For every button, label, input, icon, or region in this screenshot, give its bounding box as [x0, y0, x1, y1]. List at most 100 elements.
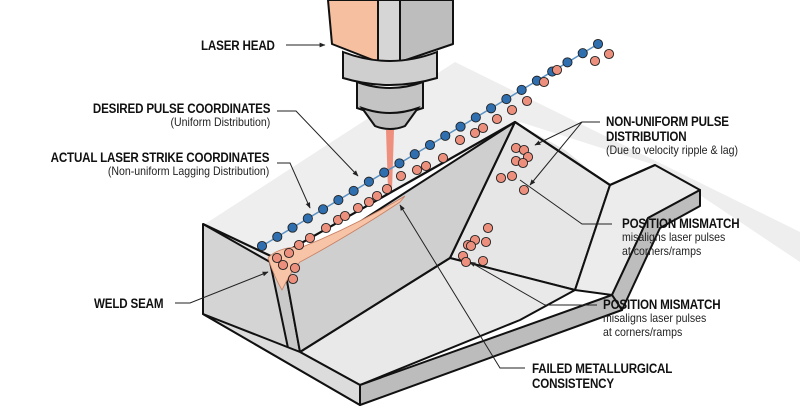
leader-position-mismatch-1	[519, 179, 612, 225]
actual-strike-dot	[287, 273, 299, 285]
position-mismatch-1-line2: at corners/ramps	[622, 243, 702, 258]
leader-actual-strike	[277, 162, 311, 209]
actual-strike-dot	[352, 202, 364, 214]
actual-strike-title: ACTUAL LASER STRIKE COORDINATES	[50, 150, 269, 165]
desired-pulse-dots	[256, 38, 604, 252]
actual-strike-dot	[437, 152, 449, 164]
actual-strike-dot	[454, 134, 466, 146]
actual-strike-dot	[465, 240, 477, 252]
laser-head-body-left	[327, 0, 379, 63]
label-failed-consistency: FAILED METALLURGICAL CONSISTENCY	[532, 361, 695, 391]
desired-pulse-dot	[318, 204, 329, 215]
actual-strike-dot	[271, 252, 283, 264]
desired-pulse-dot	[409, 149, 420, 160]
leader-desired-pulse	[277, 110, 359, 177]
actual-strike-dot	[304, 232, 316, 244]
actual-strike-dots	[271, 48, 615, 285]
workpiece	[202, 62, 800, 406]
desired-pulse-dot	[256, 240, 268, 252]
desired-pulse-title: DESIRED PULSE COORDINATES	[92, 101, 271, 116]
actual-strike-dot	[506, 170, 518, 182]
actual-strike-dot	[551, 64, 563, 76]
label-non-uniform: NON-UNIFORM PULSE DISTRIBUTION (Due to v…	[606, 114, 756, 158]
actual-strike-dot	[411, 164, 423, 176]
desired-pulse-dot	[379, 167, 390, 178]
desired-pulse-subtitle: (Uniform Distribution)	[170, 115, 270, 130]
actual-strike-dot	[517, 157, 529, 169]
actual-strike-dot	[518, 184, 530, 196]
leader-weld-seam	[175, 271, 269, 304]
actual-strike-dot	[420, 160, 432, 172]
desired-pulse-dot	[333, 195, 344, 206]
actual-strike-dot	[589, 55, 601, 67]
desired-pulse-dot	[272, 231, 283, 242]
actual-strike-dot	[538, 76, 550, 88]
leader-non-uniform-a	[534, 121, 583, 146]
actual-strike-dot	[482, 222, 494, 234]
actual-strike-subtitle: (Non-uniform Lagging Distribution)	[107, 164, 270, 179]
laser-head-nozzle-tip	[359, 105, 421, 130]
base-floor	[202, 313, 361, 406]
desired-pulse-dot	[424, 139, 436, 151]
desired-pulse-dot	[348, 185, 359, 196]
workpiece-top-surface	[205, 62, 800, 262]
failed-consistency-line1: FAILED METALLURGICAL	[532, 361, 673, 376]
actual-strike-dot	[363, 196, 375, 208]
actual-strike-dot	[381, 183, 393, 195]
position-mismatch-2-line2: at corners/ramps	[603, 324, 683, 339]
desired-pulse-dot	[455, 121, 466, 132]
desired-pulse-dot	[577, 48, 588, 59]
label-laser-head: LASER HEAD	[201, 38, 275, 53]
desired-pulse-dot	[501, 94, 512, 105]
desired-pulse-dot	[486, 103, 497, 114]
actual-strike-dot	[371, 190, 383, 202]
position-mismatch-1-line1: misaligns laser pulses	[622, 230, 726, 245]
actual-strike-dot	[477, 122, 489, 134]
label-actual-strike: ACTUAL LASER STRIKE COORDINATES (Non-uni…	[15, 150, 269, 179]
actual-strike-dot	[521, 95, 533, 107]
position-mismatch-1-title: POSITION MISMATCH	[622, 216, 740, 231]
laser-head-collar	[342, 50, 438, 86]
failed-consistency-line2: CONSISTENCY	[532, 376, 614, 392]
desired-pulse-dot	[287, 222, 298, 233]
actual-strike-dot	[277, 259, 289, 271]
non-uniform-title-2: DISTRIBUTION	[606, 129, 687, 145]
laser-head	[327, 0, 454, 130]
actual-strike-dot	[283, 247, 295, 259]
desired-pulse-dot	[302, 213, 313, 224]
leader-lines	[175, 42, 612, 369]
ramp-fold-line	[449, 121, 516, 259]
actual-strike-dot	[339, 210, 351, 222]
label-position-mismatch-1: POSITION MISMATCH misaligns laser pulses…	[622, 216, 759, 258]
laser-head-body-right	[399, 0, 454, 63]
desired-pulse-dot	[562, 57, 573, 68]
actual-strike-dot	[460, 256, 472, 268]
desired-pulse-dot	[592, 38, 604, 50]
actual-strike-dot	[603, 48, 615, 60]
desired-pulse-dot	[363, 176, 374, 187]
position-mismatch-2-line1: misaligns laser pulses	[603, 311, 707, 326]
actual-strike-dot	[320, 222, 332, 234]
label-desired-pulse: DESIRED PULSE COORDINATES (Uniform Distr…	[64, 101, 271, 130]
non-uniform-title-1: NON-UNIFORM PULSE	[606, 114, 729, 129]
non-uniform-subtitle: (Due to velocity ripple & lag)	[606, 143, 739, 158]
leader-failed-consistency	[399, 204, 525, 369]
leader-position-mismatch-2	[469, 261, 597, 306]
position-mismatch-2-title: POSITION MISMATCH	[603, 297, 721, 312]
desired-pulse-dot	[470, 112, 481, 123]
actual-strike-dot	[480, 236, 492, 248]
desired-pulse-dot	[394, 158, 405, 169]
laser-head-body-front	[377, 0, 401, 63]
actual-strike-dot	[477, 255, 489, 267]
label-weld-seam: WELD SEAM	[94, 296, 164, 311]
actual-strike-dot	[289, 262, 301, 274]
actual-strike-dot	[293, 239, 305, 251]
leader-non-uniform-b	[529, 121, 583, 186]
actual-strike-dot	[506, 104, 518, 116]
actual-strike-dot	[491, 113, 503, 125]
groove-fold-line	[299, 257, 451, 353]
label-position-mismatch-2: POSITION MISMATCH misaligns laser pulses…	[603, 297, 740, 339]
desired-pulse-dot	[516, 84, 527, 95]
actual-strike-dot	[395, 170, 407, 182]
